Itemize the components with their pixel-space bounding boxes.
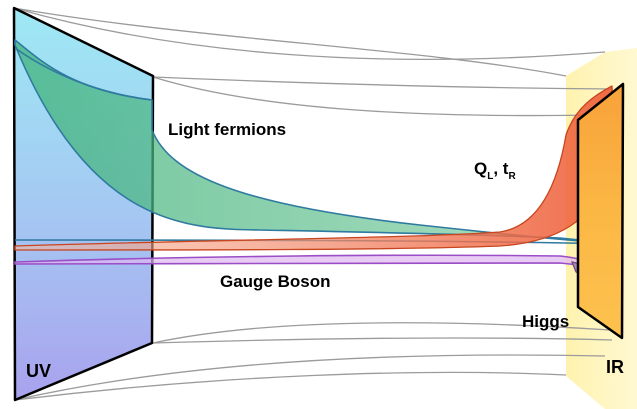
third-generation-label: QL, tR [474,159,516,182]
light-fermions-label: Light fermions [168,120,286,139]
higgs-label: Higgs [522,312,569,331]
bulk-wireframe [13,7,614,401]
ir-brane [576,82,625,340]
gauge-boson-label: Gauge Boson [220,272,331,291]
ir-label: IR [606,357,624,377]
third-gen-profile [14,85,613,251]
light-fermion-edge-upper [14,47,153,101]
uv-label: UV [26,361,51,381]
